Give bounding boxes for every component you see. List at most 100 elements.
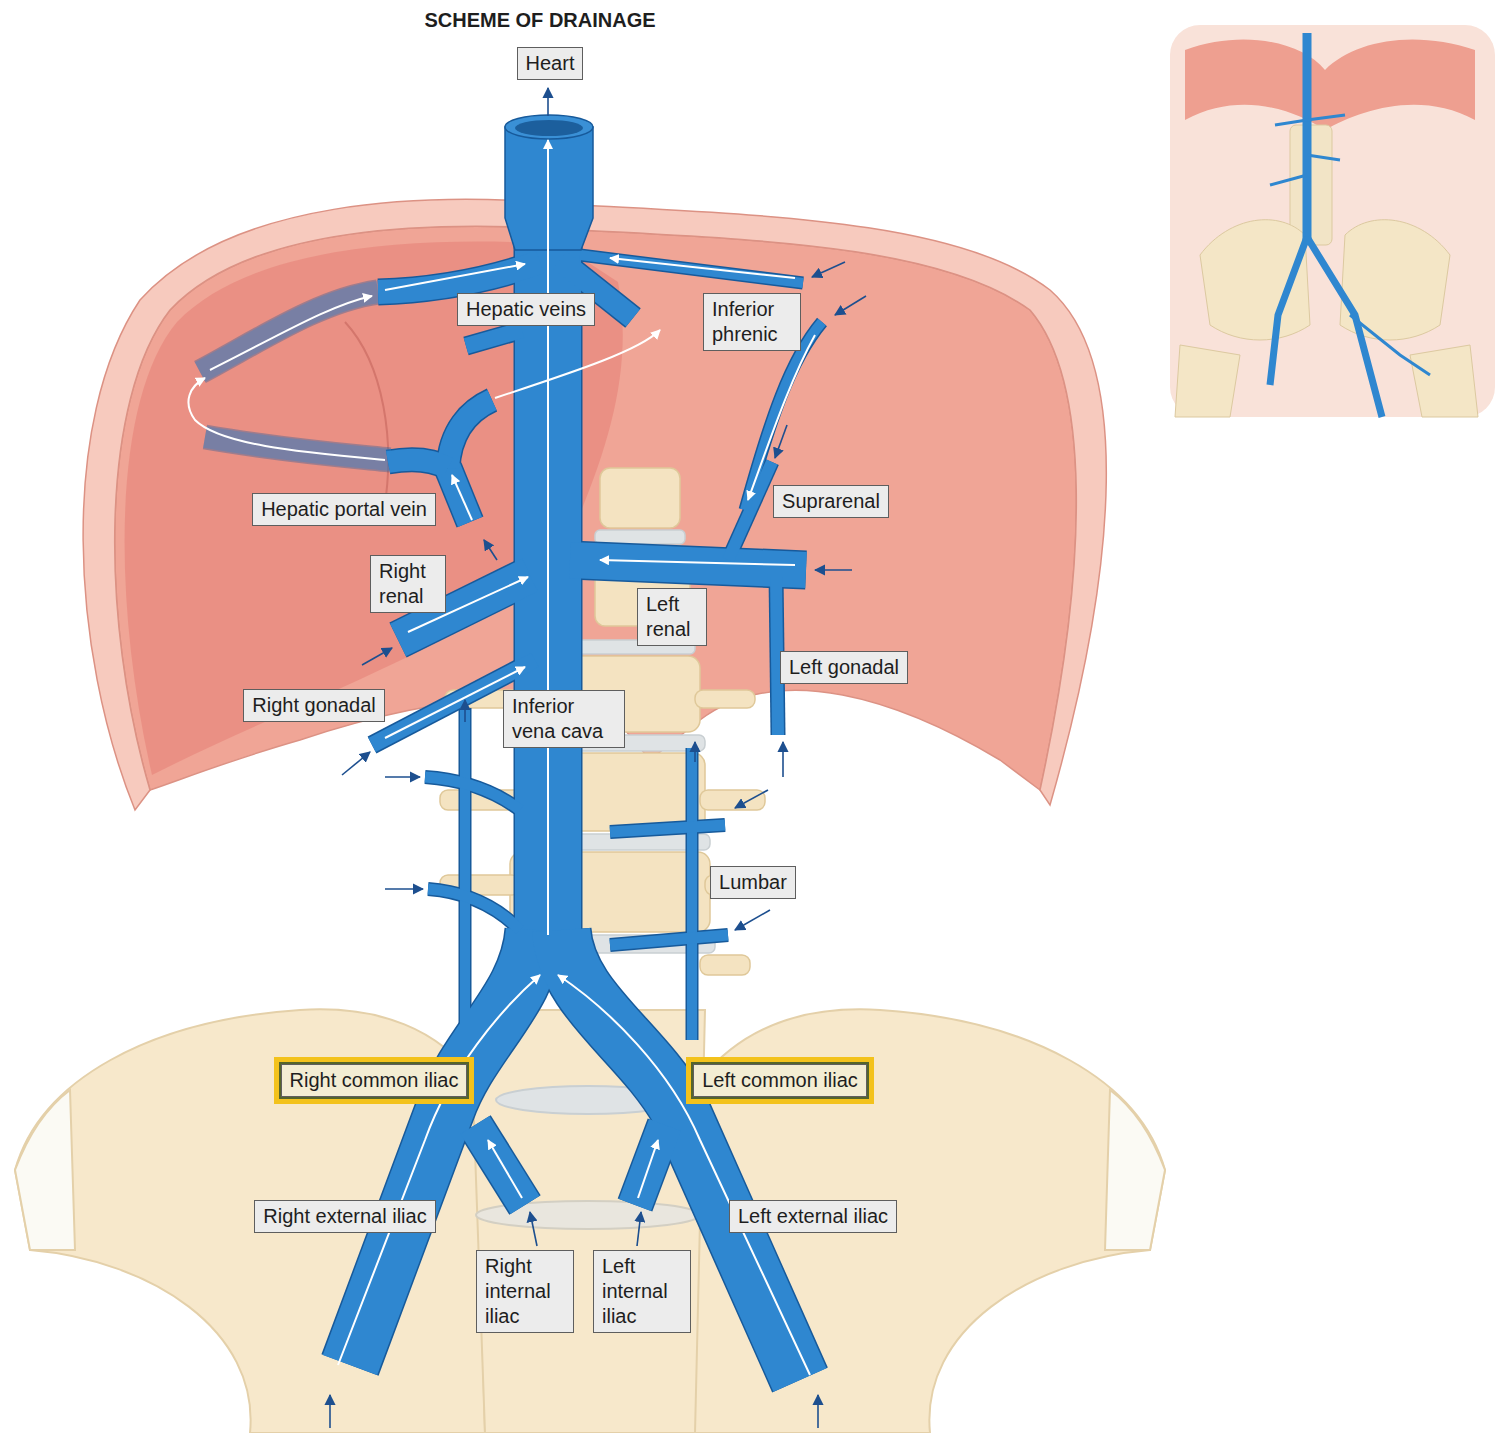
inflow-arrow <box>815 569 852 571</box>
inflow-arrow <box>694 742 696 762</box>
vein <box>635 1125 665 1205</box>
vein <box>687 748 697 1040</box>
flow-arrow <box>558 975 810 1375</box>
vein-wall <box>448 400 492 468</box>
flow-arrow <box>638 1140 658 1198</box>
vein-wall <box>388 460 448 468</box>
flow-arrow <box>188 378 385 460</box>
vein <box>200 292 378 372</box>
vein <box>475 1125 525 1205</box>
label-box: Left renal <box>637 588 707 646</box>
vertebra <box>600 468 680 528</box>
vein-wall <box>570 560 806 570</box>
vein-wall <box>448 468 470 522</box>
vein-wall <box>200 292 378 372</box>
label-box: Hepatic portal vein <box>252 493 436 526</box>
flow-arrow <box>547 140 549 935</box>
intervertebral-disc <box>595 530 685 544</box>
vein-wall <box>466 330 522 346</box>
inflow-arrow <box>775 425 787 458</box>
inset-vein <box>1303 33 1312 240</box>
vein <box>460 708 470 1040</box>
liver-lobe-line <box>345 322 388 522</box>
vein-wall <box>459 708 472 1040</box>
inflow-arrow <box>817 1395 819 1428</box>
bone-rim <box>1105 1090 1165 1250</box>
highlighted-label-box: Left common iliac <box>693 1064 867 1097</box>
label-box: Left external iliac <box>729 1200 897 1233</box>
flow-arrow <box>210 296 372 370</box>
diaphragm-rim <box>83 199 1106 810</box>
label-text: Suprarenal <box>782 489 880 514</box>
left-iliac-wing <box>690 1009 1165 1433</box>
flow-arrow <box>600 560 795 565</box>
vein-lumen <box>505 115 593 139</box>
vein <box>448 400 492 468</box>
label-text: Hepatic portal vein <box>261 497 427 522</box>
label-text: Inferior vena cava <box>512 694 616 744</box>
vein-wall <box>475 1125 525 1205</box>
label-text: Left common iliac <box>702 1068 858 1093</box>
label-text: Right external iliac <box>263 1204 426 1229</box>
inset-femur <box>1175 345 1478 417</box>
vein <box>425 777 520 810</box>
label-text: Lumbar <box>719 870 787 895</box>
label-text: Right common iliac <box>290 1068 459 1093</box>
vein <box>205 437 390 460</box>
flow-arrow <box>610 258 795 278</box>
inflow-arrow <box>464 700 466 722</box>
inflow-arrow <box>385 888 423 890</box>
label-text: Left renal <box>646 592 698 642</box>
transverse-process <box>700 790 765 810</box>
vein-wall <box>686 748 699 1040</box>
vein-wall <box>561 930 800 1380</box>
vein-wall <box>425 777 520 810</box>
inset-pelvis <box>1200 220 1450 340</box>
flow-arrow <box>385 264 525 290</box>
label-box: Left gonadal <box>780 651 908 684</box>
label-text: Right gonadal <box>252 693 375 718</box>
vein <box>378 262 540 292</box>
transverse-process <box>700 955 750 975</box>
flow-arrows <box>188 140 815 1375</box>
flow-arrow <box>488 1140 522 1198</box>
inset-torso <box>1170 25 1495 417</box>
vein <box>610 825 725 832</box>
bone-rim <box>15 1090 75 1250</box>
highlighted-label-box: Right common iliac <box>281 1064 468 1097</box>
inflow-arrow <box>385 776 420 778</box>
label-box: Left internal iliac <box>593 1250 691 1333</box>
label-box: Lumbar <box>710 866 796 899</box>
label-box: Right renal <box>370 555 446 613</box>
vein <box>561 930 800 1380</box>
inflow-arrow <box>547 88 549 116</box>
vein <box>428 889 520 930</box>
label-box: Right gonadal <box>243 689 384 722</box>
label-text: Right renal <box>379 559 437 609</box>
vein <box>388 460 448 468</box>
inflow-arrow <box>484 540 497 560</box>
label-box: Right external iliac <box>254 1200 435 1233</box>
label-box: Inferior phrenic <box>703 293 801 351</box>
vein-wall <box>635 1125 665 1205</box>
label-text: Right internal iliac <box>485 1254 565 1329</box>
vein-wall <box>610 935 728 945</box>
inset-figure <box>1170 25 1495 417</box>
label-text: Left external iliac <box>738 1204 888 1229</box>
vein <box>776 575 778 735</box>
inflow-arrow <box>342 752 370 775</box>
vein <box>570 560 806 570</box>
label-box: Right internal iliac <box>476 1250 574 1333</box>
inflow-arrow <box>329 1395 331 1428</box>
inflow-arrow <box>835 296 866 315</box>
flow-arrow <box>748 335 815 500</box>
inflow-arrow <box>812 262 845 277</box>
inflow-arrow <box>637 1212 641 1246</box>
label-box: Suprarenal <box>773 485 889 518</box>
vein-wall <box>610 825 725 832</box>
diaphragm <box>83 199 1106 810</box>
inflow-arrow <box>530 1212 537 1246</box>
vein-lumen <box>515 120 583 136</box>
label-text: Heart <box>526 51 575 76</box>
